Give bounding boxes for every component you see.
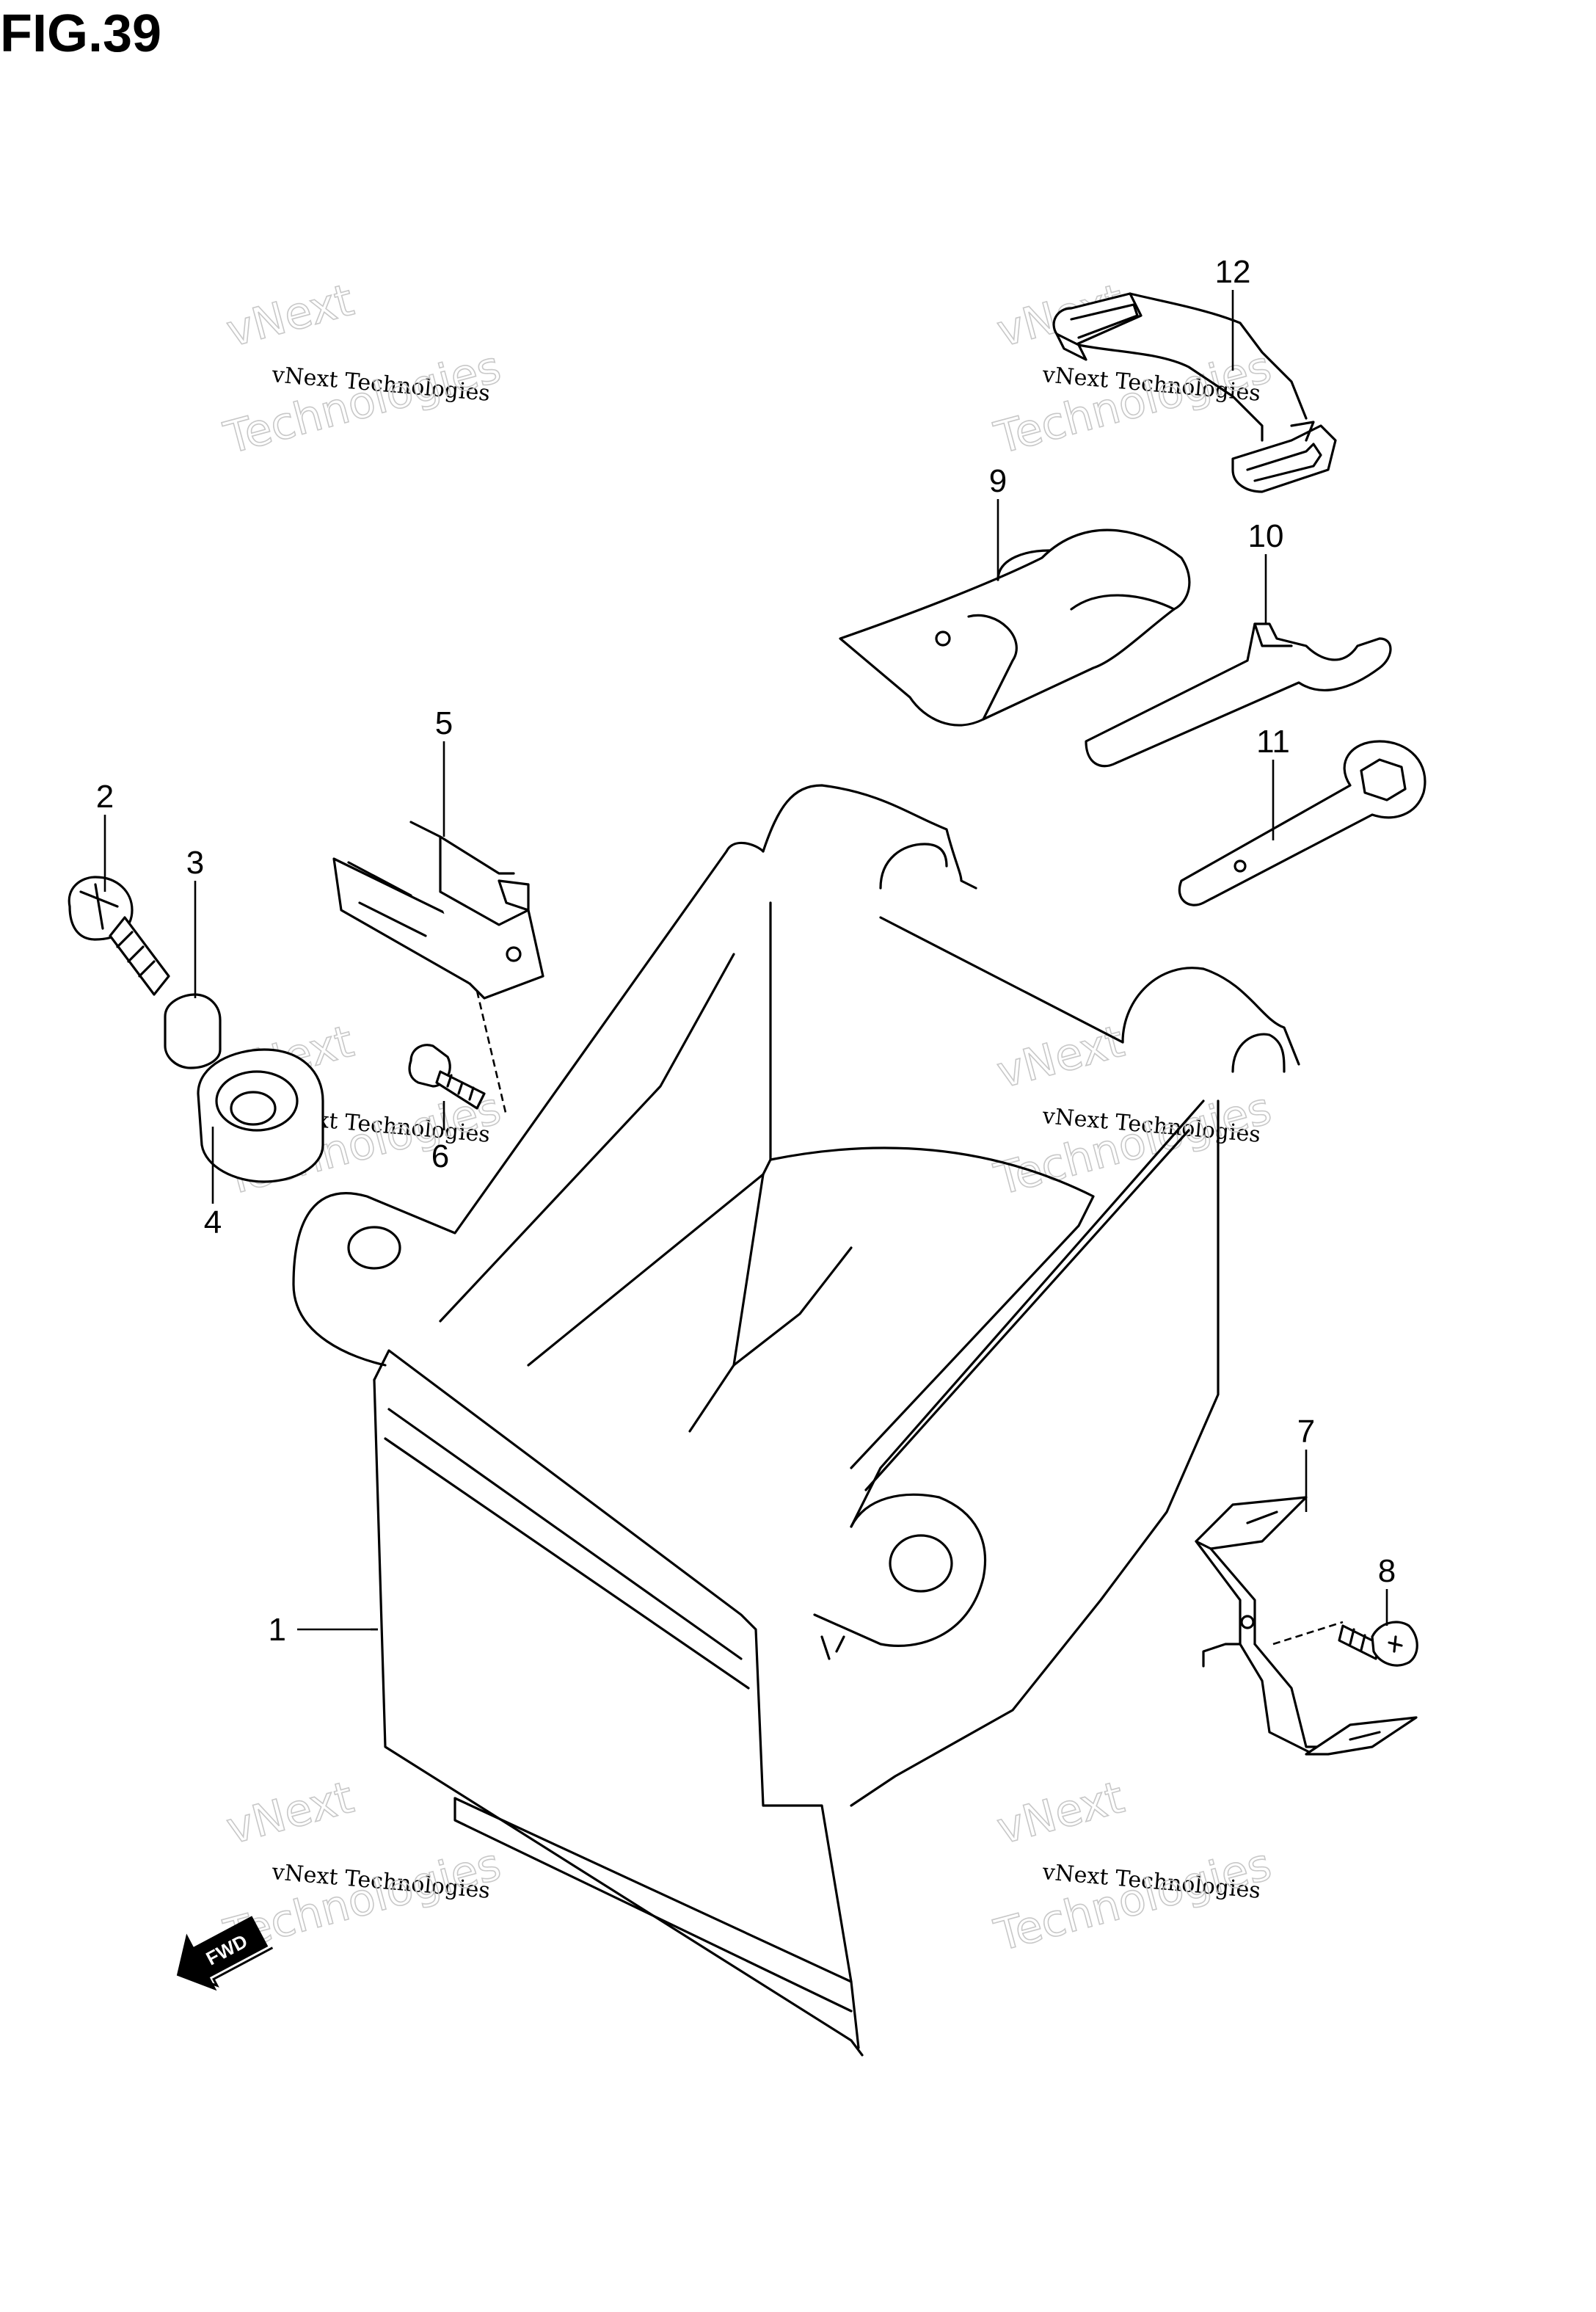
watermark-bottom-right: vNext vNext Technologies Technologies [988,1771,1277,1962]
part-11-box-wrench [1178,740,1426,906]
callout-11: 11 [1256,724,1290,760]
callout-2: 2 [96,779,114,815]
fwd-arrow-icon [176,1916,269,1991]
watermark-vnext: vNext [222,275,359,357]
callout-10: 10 [1248,518,1284,554]
watermark-vnext: vNext [992,1016,1129,1099]
part-7-bracket [1195,1496,1418,1756]
leader-7-8-dashed [1272,1621,1344,1646]
callout-4: 4 [204,1204,222,1240]
watermark-mid-right: vNext vNext Technologies Technologies [988,1015,1277,1206]
watermark-vnext: vNext [222,1772,359,1855]
watermark-top-left: vNext vNext Technologies Technologies [218,274,506,465]
part-3-spacer [164,993,222,1069]
part-6-bolt [408,1044,486,1110]
part-9-tool-bag [839,528,1191,727]
callout-labels: 1 2 3 4 5 6 7 8 9 10 11 12 [96,254,1396,1648]
callout-1: 1 [269,1612,286,1648]
callout-6: 6 [431,1138,449,1174]
callout-8: 8 [1378,1553,1396,1589]
part-10-spanner [1085,622,1392,768]
part-8-bolt [1338,1621,1418,1667]
callout-7: 7 [1297,1414,1315,1450]
part-1-box [292,784,1300,2057]
watermark-bottom-left: vNext vNext Technologies Technologies [218,1771,506,1962]
leader-lines [103,290,1388,1646]
callout-5: 5 [435,705,453,741]
part-2-screw [68,876,170,996]
callout-9: 9 [989,463,1007,499]
leader-5-6-dashed [475,990,508,1116]
part-5-clip [332,821,544,1000]
watermark-vnext: vNext [992,1772,1129,1855]
part-12-strap [1052,292,1337,493]
part-4-grommet [197,1048,324,1183]
figure-title: FIG.39 [0,4,161,63]
callout-12: 12 [1215,254,1251,290]
callout-3: 3 [186,845,204,881]
